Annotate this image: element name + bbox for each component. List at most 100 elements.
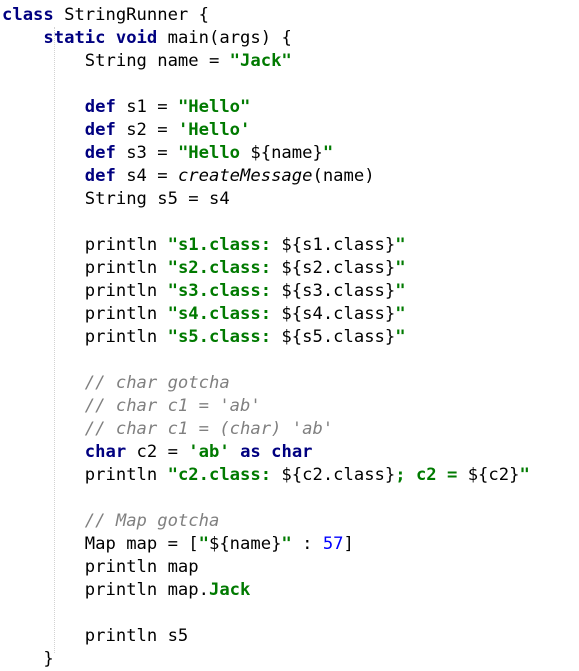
code-text: ] bbox=[343, 534, 354, 554]
code-keyword: void bbox=[115, 28, 158, 48]
code-text: println s5 bbox=[84, 626, 189, 646]
code-string: "Hello" bbox=[177, 97, 251, 117]
code-text: ${s4.class} bbox=[281, 304, 396, 324]
code-text: s3 = bbox=[115, 143, 178, 163]
code-line[interactable]: println "s2.class: ${s2.class}" bbox=[2, 257, 579, 280]
indent bbox=[2, 28, 43, 48]
code-text: String name = bbox=[84, 51, 230, 71]
code-text: } bbox=[43, 649, 54, 669]
code-text: println bbox=[84, 327, 168, 347]
code-line[interactable]: // Map gotcha bbox=[2, 510, 579, 533]
code-keyword: static bbox=[43, 28, 106, 48]
indent bbox=[2, 534, 85, 554]
code-line[interactable]: static void main(args) { bbox=[2, 27, 579, 50]
code-comment: // char c1 = 'ab' bbox=[84, 396, 261, 416]
code-text: ${c2.class} bbox=[281, 465, 396, 485]
code-string: " bbox=[395, 304, 406, 324]
code-keyword: def bbox=[84, 120, 116, 140]
code-text: ${s1.class} bbox=[281, 235, 396, 255]
indent bbox=[2, 557, 85, 577]
code-line[interactable]: char c2 = 'ab' as char bbox=[2, 441, 579, 464]
code-line[interactable] bbox=[2, 73, 579, 96]
code-line[interactable]: println "c2.class: ${c2.class}; c2 = ${c… bbox=[2, 464, 579, 487]
indent bbox=[2, 419, 85, 439]
code-lines: class StringRunner { static void main(ar… bbox=[2, 4, 579, 671]
code-line[interactable] bbox=[2, 349, 579, 372]
code-line[interactable] bbox=[2, 602, 579, 625]
code-line[interactable]: // char c1 = 'ab' bbox=[2, 395, 579, 418]
code-line[interactable]: println map.Jack bbox=[2, 579, 579, 602]
code-number: 57 bbox=[322, 534, 344, 554]
code-string: "s4.class: bbox=[167, 304, 282, 324]
code-text: println bbox=[84, 304, 168, 324]
code-string: "Hello bbox=[177, 143, 251, 163]
code-text: main(args) { bbox=[157, 28, 292, 48]
code-string: " bbox=[395, 281, 406, 301]
code-keyword: char bbox=[84, 442, 127, 462]
code-string: " bbox=[322, 143, 334, 163]
code-line[interactable]: println "s1.class: ${s1.class}" bbox=[2, 234, 579, 257]
code-string: Jack bbox=[208, 580, 251, 600]
indent bbox=[2, 120, 85, 140]
code-comment: // char gotcha bbox=[84, 373, 230, 393]
code-text: ${name} bbox=[250, 143, 323, 163]
indent bbox=[2, 97, 85, 117]
code-string: " bbox=[281, 534, 292, 554]
code-line[interactable] bbox=[2, 487, 579, 510]
code-text: (name) bbox=[312, 166, 375, 186]
code-string: " bbox=[395, 327, 406, 347]
code-string: "s3.class: bbox=[167, 281, 282, 301]
code-text: StringRunner { bbox=[53, 5, 209, 25]
indent bbox=[2, 465, 85, 485]
code-text bbox=[261, 442, 271, 462]
code-line[interactable]: } bbox=[2, 648, 579, 671]
code-string: 'Hello' bbox=[177, 120, 251, 140]
code-text bbox=[106, 28, 116, 48]
code-text: println bbox=[84, 235, 168, 255]
code-string: "s2.class: bbox=[167, 258, 282, 278]
code-line[interactable]: println map bbox=[2, 556, 579, 579]
indent bbox=[2, 51, 85, 71]
code-string: " bbox=[395, 258, 406, 278]
code-keyword: def bbox=[84, 166, 116, 186]
code-text: : bbox=[291, 534, 323, 554]
code-text: println map. bbox=[84, 580, 209, 600]
code-text: ${s5.class} bbox=[281, 327, 396, 347]
code-line[interactable]: Map map = ["${name}" : 57] bbox=[2, 533, 579, 556]
code-line[interactable]: println "s5.class: ${s5.class}" bbox=[2, 326, 579, 349]
code-text: ${s3.class} bbox=[281, 281, 396, 301]
code-line[interactable]: def s4 = createMessage(name) bbox=[2, 165, 579, 188]
code-text bbox=[230, 442, 240, 462]
code-line[interactable]: println "s3.class: ${s3.class}" bbox=[2, 280, 579, 303]
code-line[interactable]: def s2 = 'Hello' bbox=[2, 119, 579, 142]
code-keyword: class bbox=[2, 5, 54, 25]
code-string: "s5.class: bbox=[167, 327, 282, 347]
code-text: s1 = bbox=[115, 97, 178, 117]
code-line[interactable]: println s5 bbox=[2, 625, 579, 648]
code-text: ${c2} bbox=[467, 465, 520, 485]
indent bbox=[2, 442, 85, 462]
code-text: String s5 = s4 bbox=[84, 189, 230, 209]
code-line[interactable]: String s5 = s4 bbox=[2, 188, 579, 211]
code-line[interactable] bbox=[2, 211, 579, 234]
code-text: s4 = bbox=[115, 166, 178, 186]
code-string: " bbox=[395, 235, 406, 255]
code-text: println bbox=[84, 258, 168, 278]
code-method: createMessage bbox=[177, 166, 313, 186]
code-line[interactable]: String name = "Jack" bbox=[2, 50, 579, 73]
code-line[interactable]: class StringRunner { bbox=[2, 4, 579, 27]
code-keyword: def bbox=[84, 97, 116, 117]
code-line[interactable]: // char gotcha bbox=[2, 372, 579, 395]
indent bbox=[2, 396, 85, 416]
code-line[interactable]: def s3 = "Hello ${name}" bbox=[2, 142, 579, 165]
code-string: "c2.class: bbox=[167, 465, 282, 485]
code-keyword: as bbox=[240, 442, 261, 462]
code-line[interactable]: def s1 = "Hello" bbox=[2, 96, 579, 119]
code-keyword: char bbox=[271, 442, 313, 462]
code-text: ${name} bbox=[208, 534, 282, 554]
indent bbox=[2, 580, 85, 600]
code-line[interactable]: // char c1 = (char) 'ab' bbox=[2, 418, 579, 441]
code-line[interactable]: println "s4.class: ${s4.class}" bbox=[2, 303, 579, 326]
code-string: 'ab' bbox=[188, 442, 230, 462]
